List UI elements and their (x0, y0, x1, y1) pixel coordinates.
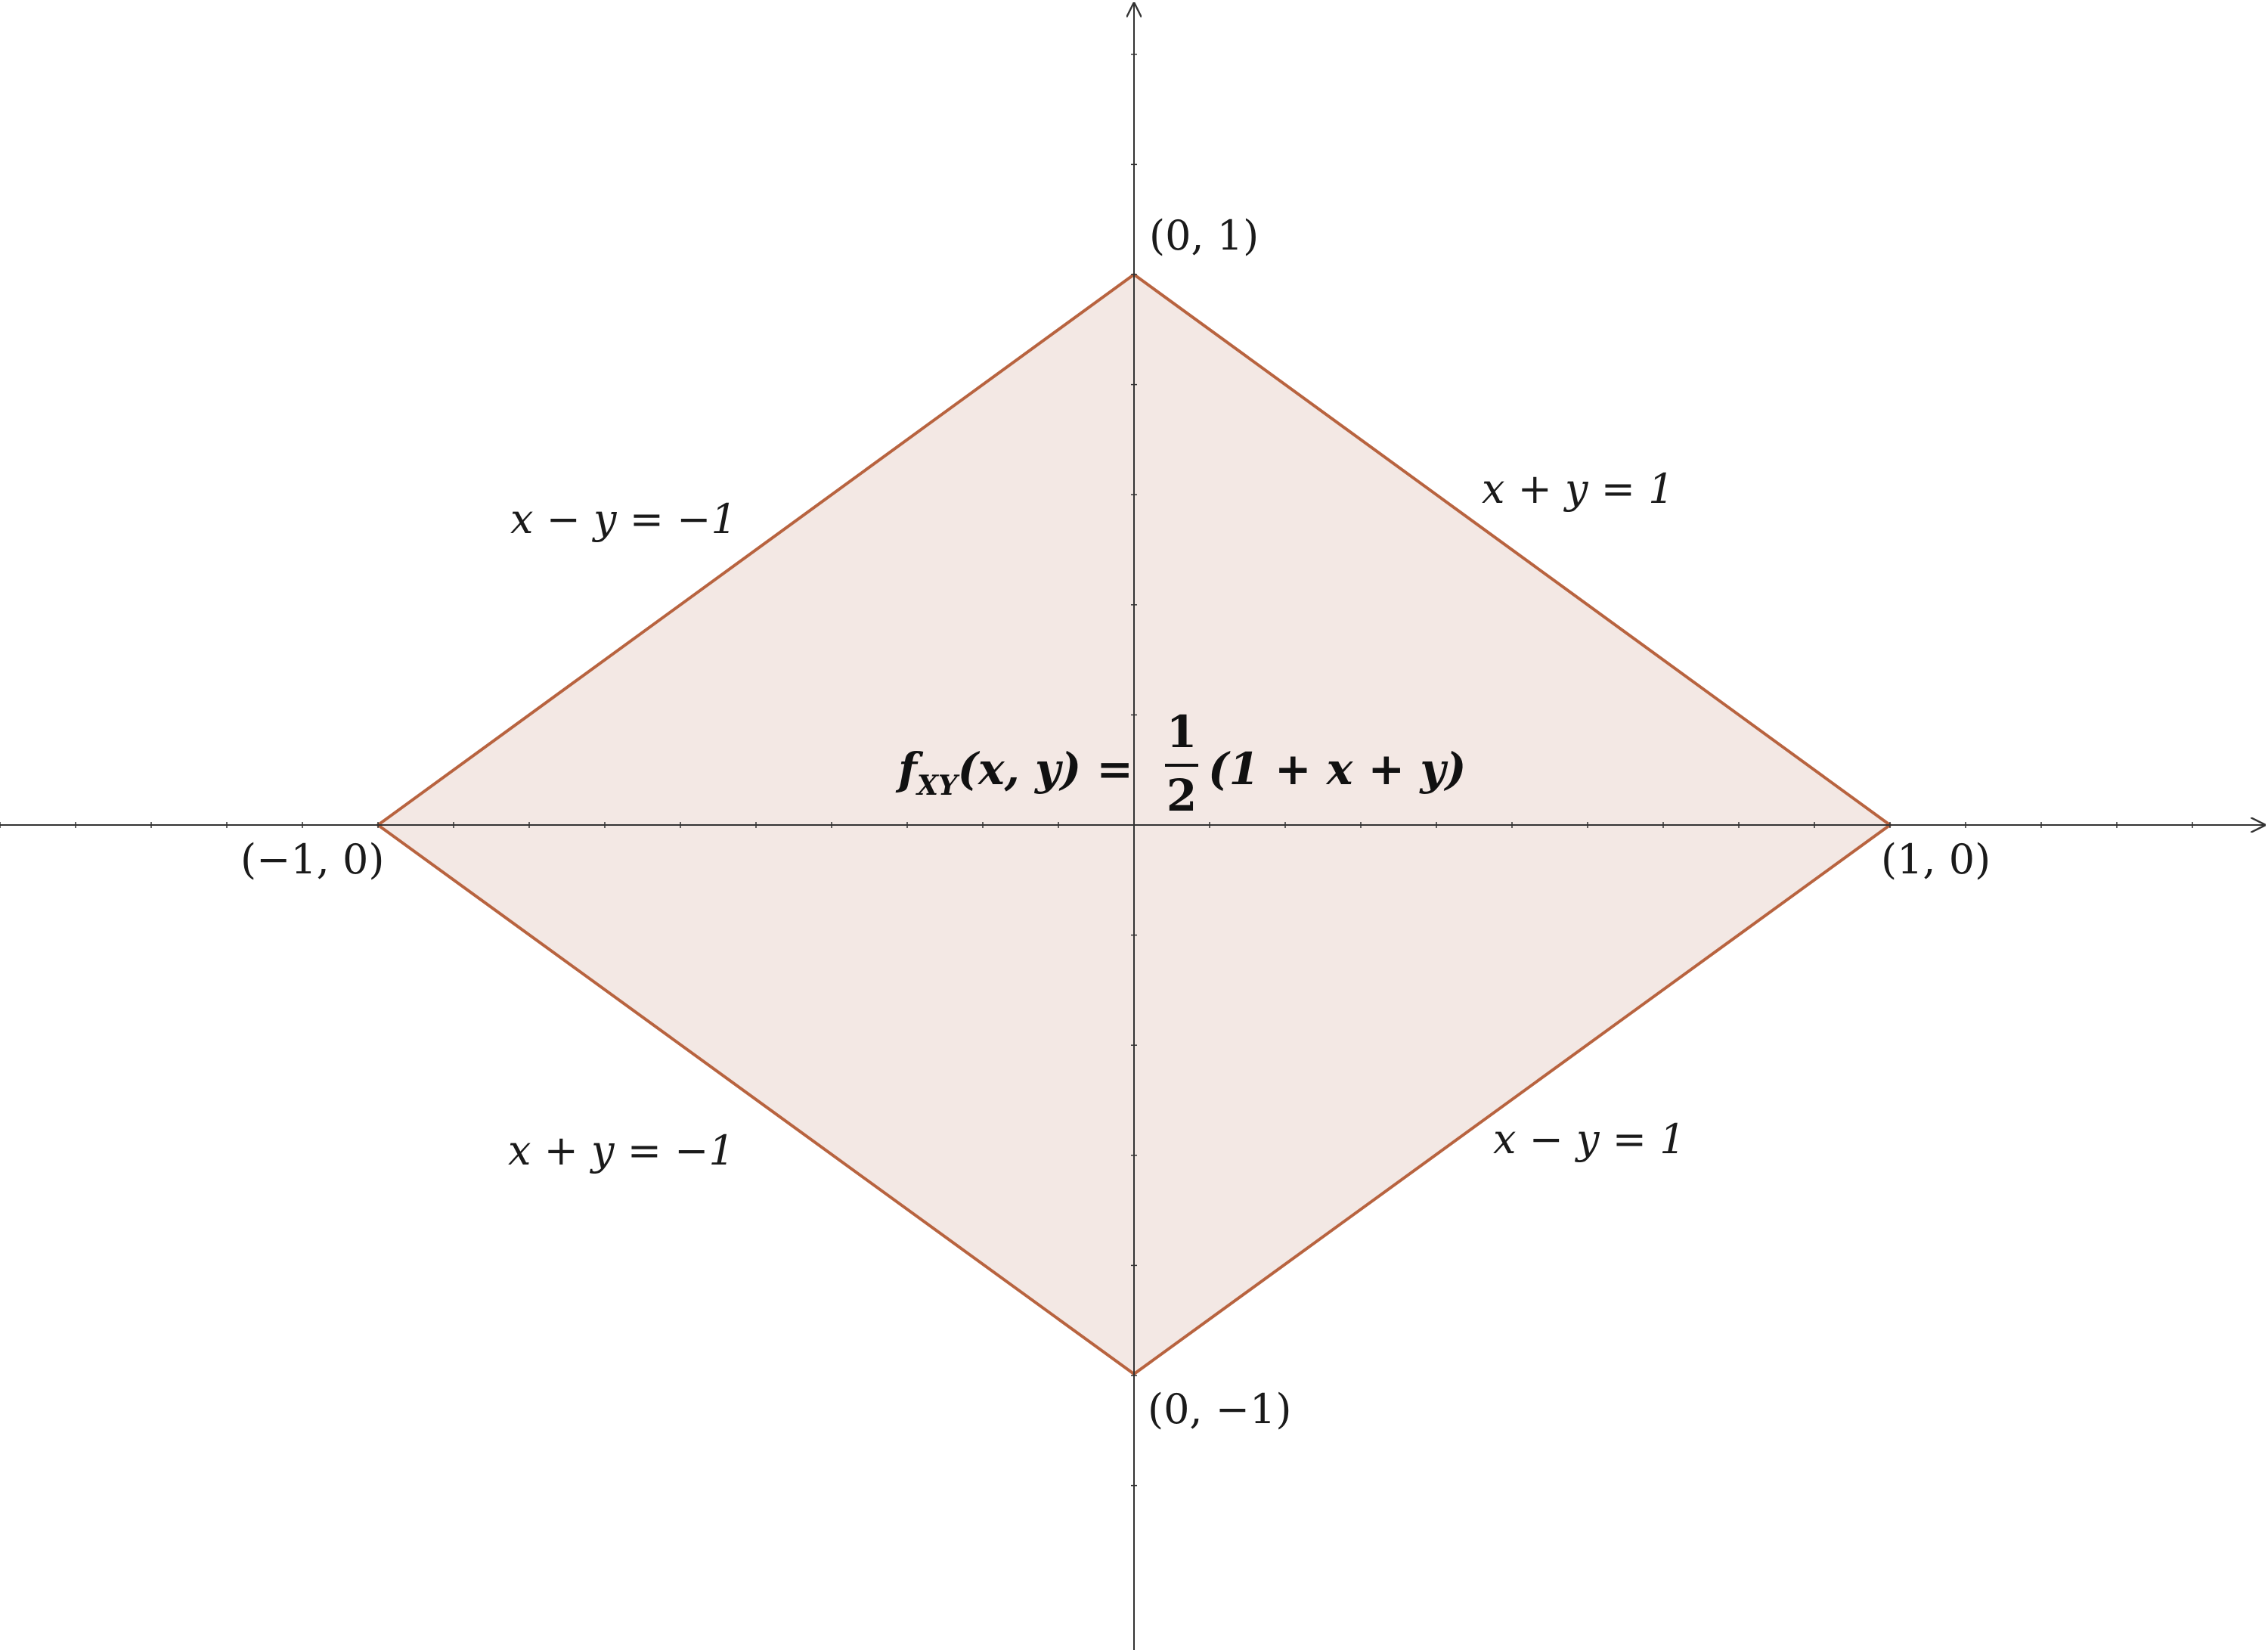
formula-rhs: (1 + x + y) (1208, 743, 1467, 795)
edge-label-top-right: x + y = 1 (1482, 465, 1674, 513)
svg-text:fXY(x, y) =: fXY(x, y) = (895, 743, 1133, 802)
formula-numerator: 1 (1167, 706, 1197, 758)
edge-label-bottom-left: x + y = −1 (508, 1127, 735, 1174)
density-formula: fXY(x, y) = 1 2 (1 + x + y) (895, 706, 1467, 821)
vertex-label-top: (0, 1) (1149, 212, 1259, 259)
edge-label-top-left: x − y = −1 (510, 495, 737, 543)
formula-denominator: 2 (1167, 770, 1197, 821)
vertex-label-bottom: (0, −1) (1148, 1385, 1291, 1433)
formula-args: (x, y) = (958, 743, 1133, 795)
vertex-label-right: (1, 0) (1881, 836, 1991, 883)
vertex-label-left: (−1, 0) (240, 836, 384, 883)
y-axis-ticks (1131, 54, 1137, 1487)
x-axis-ticks (0, 822, 2193, 828)
formula-subscript: XY (916, 770, 960, 802)
edge-label-bottom-right: x − y = 1 (1493, 1115, 1685, 1163)
